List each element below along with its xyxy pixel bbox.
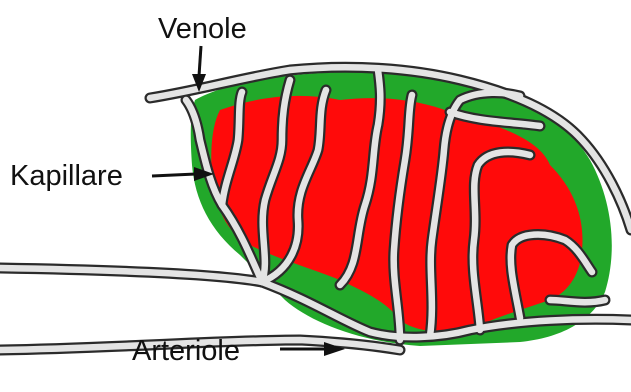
venole-pointer-line <box>199 46 201 76</box>
kapillare-pointer-line <box>152 174 196 176</box>
label-arteriole: Arteriole <box>132 335 240 367</box>
label-kapillare: Kapillare <box>10 160 123 192</box>
label-venole: Venole <box>158 13 247 45</box>
